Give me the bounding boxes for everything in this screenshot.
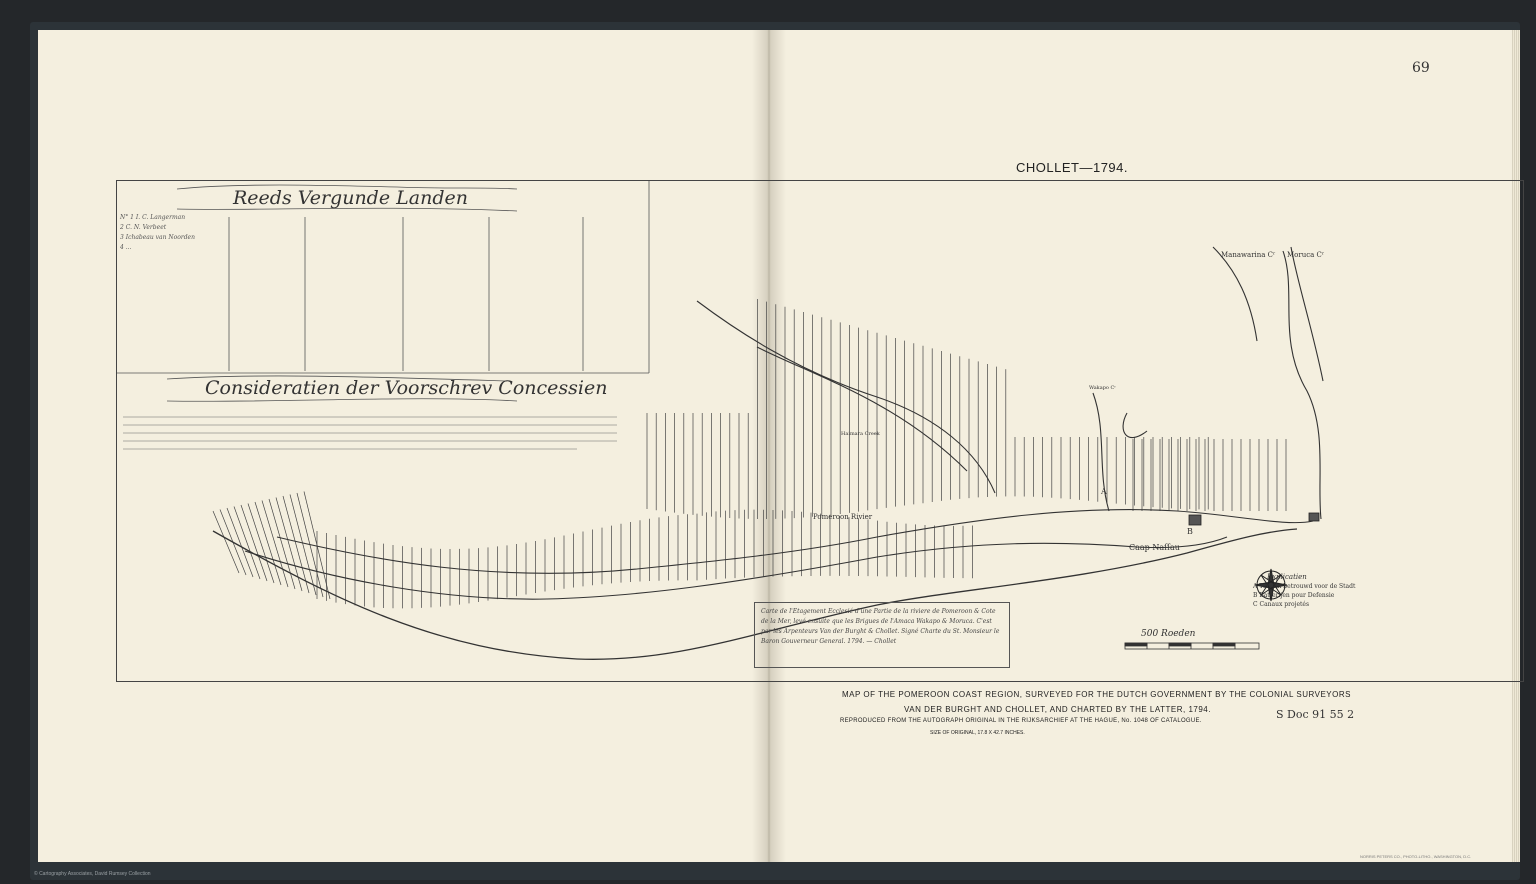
parcel-boundary (240, 504, 268, 582)
caption-line-3: REPRODUCED FROM THE AUTOGRAPH ORIGINAL I… (840, 718, 1202, 724)
grant-list-entry: N° 1 I. C. Langerman (120, 214, 186, 221)
parcel-boundary (212, 510, 240, 574)
printer-mark: NORRIS PETERS CO., PHOTO-LITHO., WASHING… (1360, 854, 1472, 859)
parcel-boundary (233, 506, 261, 580)
page-edges (1512, 30, 1520, 862)
map-drawing (117, 181, 1324, 660)
wakapu-label: Wakapo Cʳ (1089, 385, 1117, 391)
map-heading: CHOLLET—1794. (1016, 160, 1128, 175)
consideratien-title: Consideratien der Voorschrev Concessien (205, 377, 608, 399)
marker-a: A (1101, 487, 1107, 496)
caap-nassau-label: Caap Naſſau (1129, 543, 1180, 552)
right-page (768, 30, 1512, 862)
grant-list-entry: 3 Ichabeau van Noorden (120, 234, 195, 241)
reeds-vergunde-landen-title: Reeds Vergunde Landen (233, 187, 468, 209)
legend-item: C Canaux projetés (1253, 601, 1310, 608)
manawarina-label: Manawarina Cʳ (1221, 251, 1276, 259)
parcel-boundary (303, 491, 331, 600)
caption-line-2: VAN DER BURGHT AND CHOLLET, AND CHARTED … (904, 705, 1211, 714)
pomeroon-river-label: Pomeroon Rivier (813, 513, 873, 521)
marker-b: B (1187, 527, 1193, 536)
caption-line-4: SIZE OF ORIGINAL, 17.8 X 42.7 INCHES. (930, 730, 1025, 736)
caption-line-1: MAP OF THE POMEROON COAST REGION, SURVEY… (842, 690, 1351, 699)
parcel-boundary (247, 503, 275, 584)
parcel-boundary (275, 497, 303, 592)
grant-list-entry: 4 ... (120, 244, 132, 251)
copyright-notice: © Cartography Associates, David Rumsey C… (34, 871, 151, 877)
legend-item: B Batterijen pour Defensie (1253, 592, 1335, 599)
grant-list-entry: 2 C. N. Verbeet (120, 224, 167, 231)
left-page (38, 30, 768, 862)
map-frame[interactable]: Reeds Vergunde Landen Consideratien der … (116, 180, 1524, 682)
document-reference: S Doc 91 55 2 (1276, 708, 1355, 721)
scale-label: 500 Roeden (1141, 629, 1196, 639)
map-cartouche: Carte de l'Etagement Ecclesié d'une Part… (754, 602, 1010, 668)
parcel-boundary (261, 500, 289, 588)
parcel-boundary (268, 498, 296, 590)
parcel-boundary (254, 501, 282, 586)
moruca-label: Moruca Cʳ (1287, 251, 1325, 259)
page-number: 69 (1412, 60, 1430, 76)
legend-title: Explicatien (1267, 573, 1307, 581)
haimara-creek-label: Haimara Creek (841, 431, 880, 437)
parcel-boundary (282, 495, 310, 594)
legend-item: A Terrein betrouwd voor de Stadt (1253, 583, 1356, 590)
parcel-boundary (289, 494, 317, 596)
parcel-boundary (226, 507, 254, 578)
